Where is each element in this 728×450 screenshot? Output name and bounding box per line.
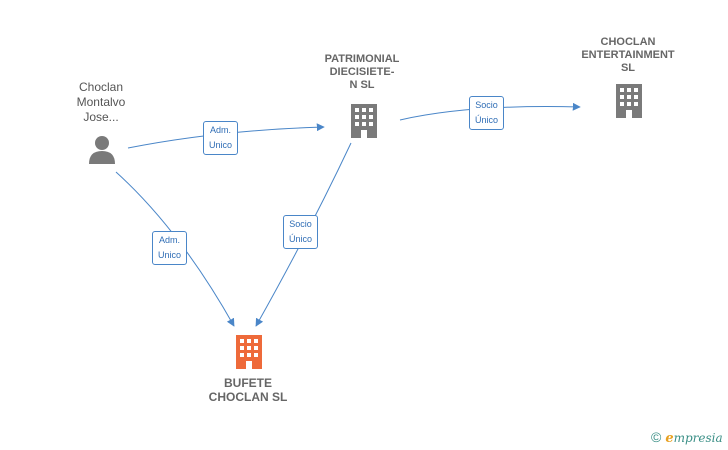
brand-footer[interactable]: ©empresia bbox=[651, 429, 723, 446]
node-entertainment-label[interactable]: CHOCLAN ENTERTAINMENT SL bbox=[572, 36, 684, 75]
bufete-building-icon[interactable] bbox=[234, 335, 264, 369]
node-patrimonial-line-2: DIECISIETE- bbox=[329, 66, 395, 78]
node-entertainment-line-3: SL bbox=[620, 62, 636, 74]
node-person-line-3: Jose... bbox=[83, 110, 119, 124]
edge-label-line: Único bbox=[475, 115, 499, 125]
brand-logo-text: mpresia bbox=[673, 431, 723, 445]
node-entertainment-line-1: CHOCLAN bbox=[600, 36, 656, 48]
entertainment-building-icon[interactable] bbox=[614, 84, 644, 118]
edge-label-line: Único bbox=[289, 234, 313, 244]
node-entertainment-line-2: ENTERTAINMENT bbox=[581, 49, 675, 61]
brand-logo-initial: e bbox=[665, 431, 674, 446]
edge-label-person-to-bufete[interactable]: Adm. Unico bbox=[152, 231, 188, 265]
edge-label-line: Adm. bbox=[210, 125, 232, 135]
copyright-symbol: © bbox=[651, 429, 662, 445]
node-bufete-line-2: CHOCLAN SL bbox=[208, 390, 288, 404]
node-bufete-label[interactable]: BUFETE CHOCLAN SL bbox=[196, 376, 300, 404]
edge-label-line: Adm. bbox=[159, 235, 181, 245]
node-patrimonial-label[interactable]: PATRIMONIAL DIECISIETE- N SL bbox=[312, 53, 412, 92]
patrimonial-building-icon[interactable] bbox=[349, 104, 379, 138]
edge-label-patrimonial-to-bufete[interactable]: Socio Único bbox=[283, 215, 319, 249]
edge-label-line: Unico bbox=[209, 140, 233, 150]
edge-label-person-to-patrimonial[interactable]: Adm. Unico bbox=[203, 121, 239, 155]
node-bufete-line-1: BUFETE bbox=[224, 376, 272, 390]
edge-label-patrimonial-to-entertainment[interactable]: Socio Único bbox=[469, 96, 505, 130]
node-person-line-2: Montalvo bbox=[76, 95, 126, 109]
node-person-label[interactable]: Choclan Montalvo Jose... bbox=[60, 80, 142, 125]
edge-label-line: Socio bbox=[289, 219, 312, 229]
node-patrimonial-line-3: N SL bbox=[349, 79, 375, 91]
edge-label-line: Socio bbox=[475, 100, 498, 110]
edge-label-line: Unico bbox=[158, 250, 182, 260]
node-person-line-1: Choclan bbox=[78, 80, 124, 94]
node-patrimonial-line-1: PATRIMONIAL bbox=[324, 53, 400, 65]
person-icon[interactable] bbox=[87, 134, 117, 164]
